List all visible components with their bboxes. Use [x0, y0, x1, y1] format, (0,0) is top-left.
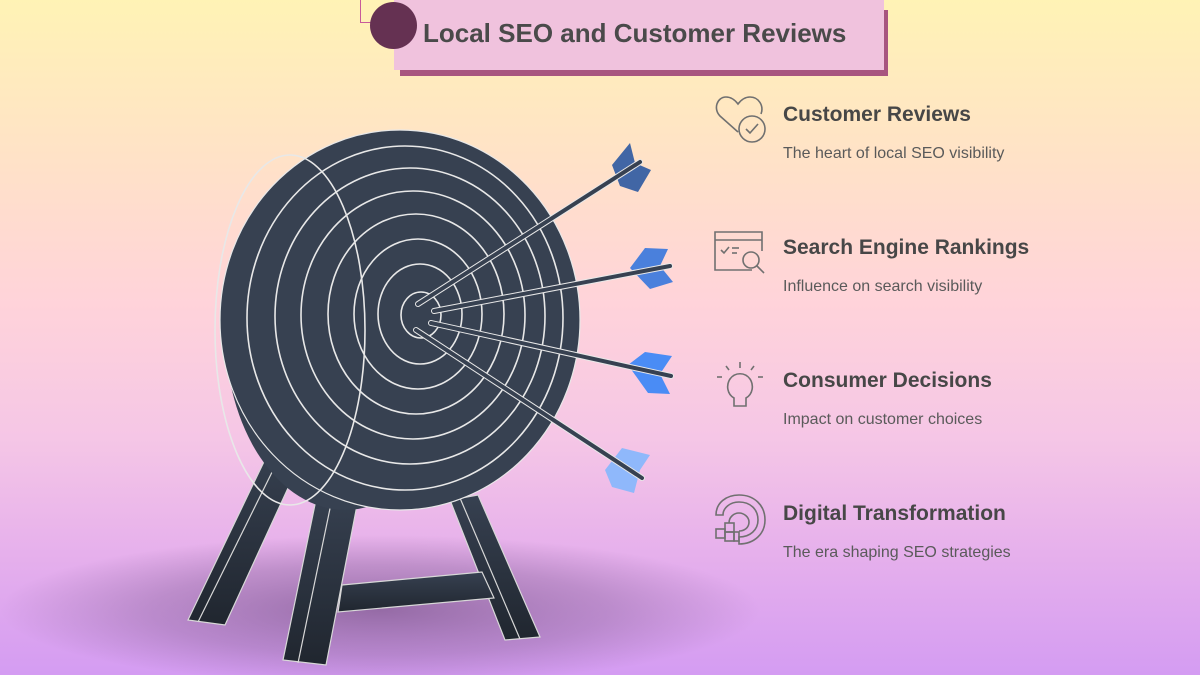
item-digital-transformation: Digital Transformation The era shaping S… [712, 493, 1112, 583]
arrow-3 [428, 320, 674, 394]
item-heading: Search Engine Rankings [783, 236, 1030, 259]
item-heading: Customer Reviews [783, 103, 971, 126]
lightbulb-icon [717, 362, 763, 407]
arrow-2 [431, 248, 673, 314]
title-banner: Local SEO and Customer Reviews [360, 0, 890, 80]
browser-search-icon [714, 231, 765, 274]
item-consumer-decisions: Consumer Decisions Impact on customer ch… [712, 360, 1112, 450]
arrow-4 [413, 327, 650, 493]
item-heading: Consumer Decisions [783, 369, 992, 392]
target-stand [187, 444, 541, 666]
page-title: Local SEO and Customer Reviews [423, 18, 847, 48]
digital-transformation-icon [715, 494, 766, 545]
item-search-engine-rankings: Search Engine Rankings Influence on sear… [712, 227, 1112, 317]
title-bullet-dot [370, 2, 417, 49]
item-description: Influence on search visibility [783, 278, 983, 295]
item-description: Impact on customer choices [783, 411, 983, 428]
target-face [214, 129, 581, 511]
arrow-1 [415, 143, 651, 307]
item-description: The era shaping SEO strategies [783, 544, 1011, 561]
heart-check-icon [715, 96, 766, 143]
item-description: The heart of local SEO visibility [783, 145, 1005, 162]
item-customer-reviews: Customer Reviews The heart of local SEO … [712, 94, 1112, 184]
item-heading: Digital Transformation [783, 502, 1006, 525]
title-box [394, 0, 884, 70]
